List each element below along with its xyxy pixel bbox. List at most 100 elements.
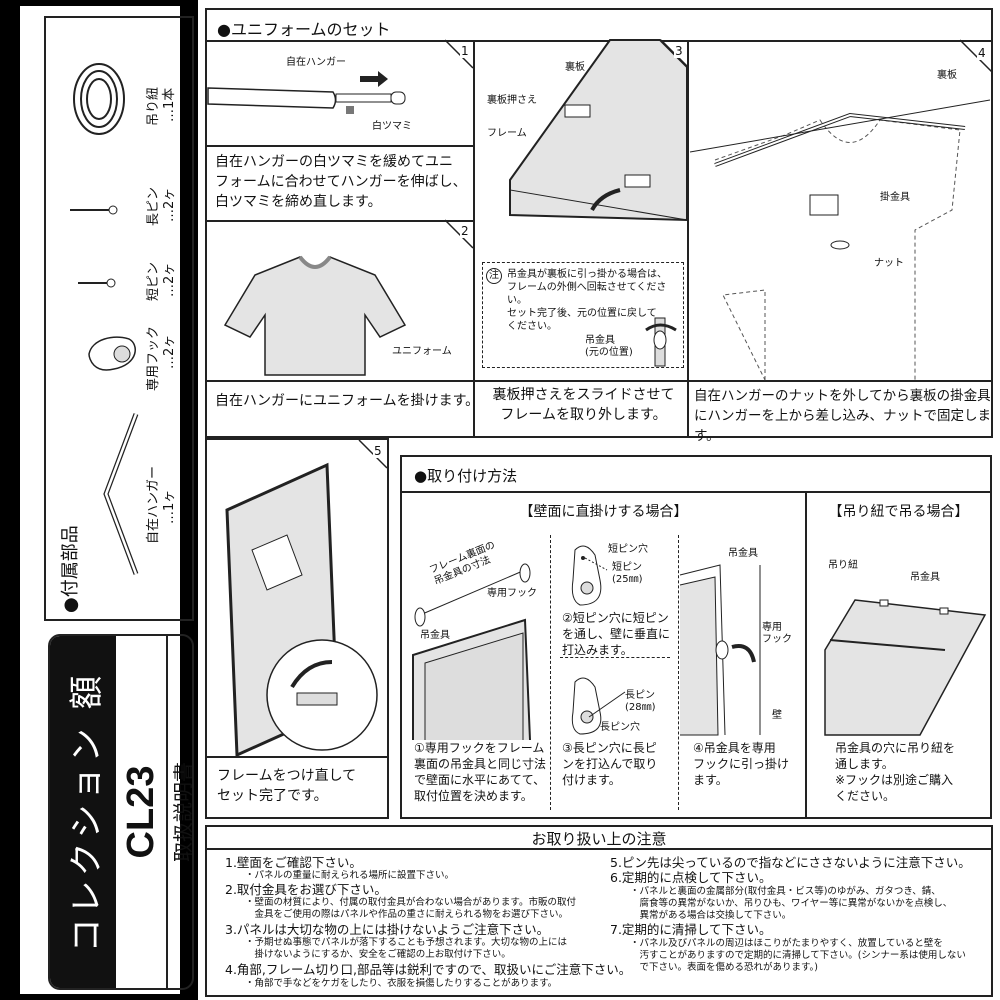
product-name-band: コレクション 額 [50, 636, 116, 988]
short-pin-icon [78, 278, 116, 288]
col3-text: ④吊金具を専用 フックに引っ掛け ます。 [693, 741, 790, 787]
label-bracket: 吊金具 [728, 548, 758, 559]
divider [207, 220, 473, 222]
label-uniform: ユニフォーム [392, 346, 452, 357]
divider [805, 491, 807, 819]
divider [207, 40, 991, 42]
framed-uniform-illustration [225, 462, 378, 758]
frame-corner-illustration [509, 39, 688, 222]
string-mount-title: 【吊り紐で吊る場合】 [828, 504, 969, 520]
note-box: 注 吊金具が裏板に引っ掛かる場合は、 フレームの外側へ回転させてください。 セッ… [482, 262, 684, 368]
string-icon [73, 63, 125, 135]
hanger-bracket-icon [645, 317, 677, 367]
label-backboard-clip: 裏板押さえ [487, 95, 537, 106]
hanger-illustration [207, 71, 406, 114]
long-pin-illustration [571, 677, 626, 735]
col1-text: ①専用フックをフレーム 裏面の吊金具と同じ寸法 で壁面に水平にあてて、 取付位置… [414, 741, 547, 803]
model-number: CL23 [119, 765, 162, 859]
tshirt-illustration [223, 255, 407, 376]
label-hook: 専用 フック [762, 622, 792, 645]
sidebar-rotated-content: コレクション 額 CL23 取扱説明書 ●付属部品 自在ハンガー …1ヶ 専用フ… [42, 14, 198, 996]
step-number: 4 [977, 46, 987, 60]
step-number: 1 [460, 44, 470, 58]
label-backboard: 裏板 [937, 70, 957, 81]
step-5: 5 フレームをつけ直して セット完了です。 [205, 438, 389, 819]
part-qty: …2ヶ [162, 187, 177, 222]
caution-title: 6.定期的に点検して下さい。 [610, 870, 772, 885]
caution-title: 2.取付金具をお選び下さい。 [225, 882, 387, 897]
part-name: 自在ハンガー [146, 465, 161, 544]
long-pin-icon [70, 205, 118, 215]
caution-detail: ・パネル及びパネルの周辺はほこりがたまりやすく、放置していると壁を 汚すことがあ… [630, 938, 966, 973]
col4-text: 吊金具の穴に吊り紐を 通します。 ※フックは別途ご購入 ください。 [835, 741, 956, 803]
caution-title: 4.角部,フレーム切り口,部品等は鋭利ですので、取扱いにご注意下さい。 [225, 962, 632, 977]
string-hang-illustration [824, 599, 987, 736]
part-name: 長ピン [146, 186, 161, 226]
title-box: コレクション 額 CL23 取扱説明書 [48, 634, 194, 990]
dashed-divider [560, 657, 670, 658]
step-text: 自在ハンガーの白ツマミを緩めてユニ フォームに合わせてハンガーを伸ばし、 白ツマ… [215, 154, 467, 210]
divider [207, 848, 991, 850]
label-hanger: 自在ハンガー [286, 57, 346, 68]
hook-icon [88, 336, 136, 371]
doc-type-row: 取扱説明書 [168, 636, 195, 988]
step-text: フレームをつけ直して セット完了です。 [217, 768, 357, 804]
note-label: 吊金具 (元の位置) [585, 335, 633, 358]
step-number: 2 [460, 224, 470, 238]
frame-hook-illustration [412, 563, 531, 741]
col2-text-a: ②短ピン穴に短ピン を通し、壁に垂直に 打込みます。 [562, 611, 671, 657]
label-frame: フレーム [487, 128, 527, 139]
label-white-knob: 白ツマミ [372, 121, 412, 132]
part-name: 専用フック [146, 325, 161, 391]
step-number: 5 [373, 444, 383, 458]
caution-detail: ・予期せぬ事態でパネルが落下することも予想されます。大切な物の上には 掛けないよ… [245, 937, 568, 960]
note-text: 吊金具が裏板に引っ掛かる場合は、 フレームの外側へ回転させてください。 セット完… [507, 269, 667, 332]
cautions-heading: お取り扱い上の注意 [531, 830, 667, 848]
parts-sidebar: コレクション 額 CL23 取扱説明書 ●付属部品 自在ハンガー …1ヶ 専用フ… [20, 6, 194, 994]
caution-detail: ・パネルの重量に耐えられる場所に設置下さい。 [245, 870, 455, 881]
part-qty: …2ヶ [162, 262, 177, 297]
wall-mount-title: 【壁面に直掛けする場合】 [519, 504, 688, 520]
caution-detail: ・角部で手などをケガをしたり、衣服を損傷したりすることがあります。 [245, 978, 558, 989]
note-mark: 注 [486, 268, 502, 284]
label-bracket: 掛金具 [880, 192, 910, 203]
divider [207, 145, 473, 147]
caution-title: 1.壁面をご確認下さい。 [225, 855, 362, 870]
caution-title: 7.定期的に清掃して下さい。 [610, 922, 772, 937]
label-wall: 壁 [772, 710, 782, 721]
caution-title: 5.ピン先は尖っているので指などにささないように注意下さい。 [610, 855, 971, 870]
divider [402, 491, 990, 493]
label-bracket: 吊金具 [420, 630, 450, 641]
col2-text-b: ③長ピン穴に長ピ ンを打込んで取り 付けます。 [562, 741, 658, 787]
divider [473, 40, 475, 436]
short-pin-illustration [571, 545, 608, 606]
hook-engage-illustration [679, 564, 761, 736]
corner-tab [959, 39, 993, 73]
step-text: 自在ハンガーにユニフォームを掛けます。 [215, 393, 480, 409]
part-name: 吊り紐 [146, 86, 161, 126]
label-hook: 専用フック [487, 588, 537, 599]
caution-detail: ・壁面の材質により、付属の取付金具が合わない場合があります。市販の取付 金具をご… [245, 897, 576, 920]
label-long-pin: 長ピン (28㎜) [625, 690, 656, 713]
dashed-divider [678, 535, 679, 810]
part-name: 短ピン [146, 261, 161, 301]
caution-title: 3.パネルは大切な物の上には掛けないようご注意下さい。 [225, 922, 550, 937]
label-bracket: 吊金具 [910, 572, 940, 583]
label-long-pin-hole: 長ピン穴 [600, 722, 640, 733]
product-name: コレクション 額 [66, 671, 107, 953]
label-short-pin: 短ピン (25㎜) [612, 562, 643, 585]
section-heading: ●取り付け方法 [414, 467, 518, 485]
label-string: 吊り紐 [828, 560, 858, 571]
hanger-backboard-illustration [689, 99, 991, 381]
model-row: CL23 [116, 636, 166, 988]
caution-detail: ・パネルと裏面の金属部分(取付金具・ビス等)のゆがみ、ガタつき、錆、 腐食等の異… [630, 886, 953, 921]
step-number: 3 [674, 44, 684, 58]
corner-tab [444, 39, 474, 69]
label-backboard: 裏板 [565, 62, 585, 73]
corner-tab [444, 219, 474, 249]
part-qty: …1本 [162, 87, 177, 122]
label-nut: ナット [874, 258, 904, 269]
label-short-pin-hole: 短ピン穴 [608, 544, 648, 555]
step-text: 裏板押さえをスライドさせて フレームを取り外します。 [492, 387, 675, 423]
step-text: 自在ハンガーのナットを外してから裏板の掛金具 にハンガーを上から差し込み、ナット… [694, 388, 991, 444]
